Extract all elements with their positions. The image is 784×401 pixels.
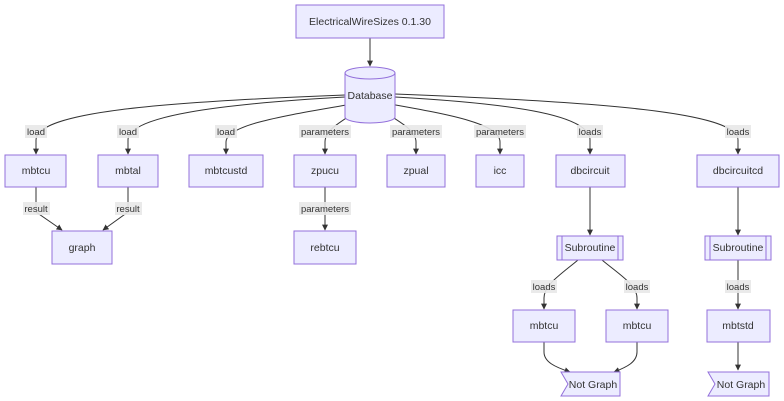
node-dbcircuitcd[interactable]: dbcircuitcd <box>696 154 780 188</box>
node-dbcircuitcd-label: dbcircuitcd <box>713 165 763 177</box>
node-not-graph-1-label: Not Graph <box>569 379 618 391</box>
node-root-label: ElectricalWireSizes 0.1.30 <box>309 16 431 28</box>
edge-database-mbtcustd <box>223 103 353 155</box>
node-subroutine-2-label: Subroutine <box>713 242 764 254</box>
edge-label-sub1-mbtcu-b: loads <box>626 282 649 293</box>
node-root[interactable]: ElectricalWireSizes 0.1.30 <box>295 4 445 39</box>
node-database[interactable]: Database <box>344 66 396 124</box>
node-mbtstd[interactable]: mbtstd <box>706 309 771 343</box>
node-rebtcu[interactable]: rebtcu <box>293 230 357 265</box>
edge-mbtcu-a-notgraph1 <box>543 342 571 374</box>
node-dbcircuit[interactable]: dbcircuit <box>555 154 626 188</box>
node-graph[interactable]: graph <box>51 230 113 265</box>
edge-label-sub2-mbtstd: loads <box>727 282 750 293</box>
node-icc-label: icc <box>494 165 507 177</box>
node-icc[interactable]: icc <box>475 154 525 188</box>
edge-label-db-dbcircuit: loads <box>579 127 602 138</box>
edge-labels: load load load parameters parameters par… <box>23 125 751 293</box>
node-mbtcu-a-label: mbtcu <box>530 320 559 332</box>
edge-label-sub1-mbtcu-a: loads <box>533 282 556 293</box>
edge-label-db-zpucu: parameters <box>301 127 349 138</box>
node-dbcircuit-label: dbcircuit <box>570 165 609 177</box>
node-mbtcu[interactable]: mbtcu <box>4 154 67 188</box>
edge-database-icc <box>389 103 503 155</box>
node-mbtcu-b-label: mbtcu <box>623 320 652 332</box>
edge-label-db-dbcircuitcd: loads <box>727 127 750 138</box>
node-mbtcu-label: mbtcu <box>22 165 51 177</box>
node-subroutine-1[interactable]: Subroutine <box>556 235 624 261</box>
node-not-graph-2-label: Not Graph <box>717 379 766 391</box>
node-mbtal-label: mbtal <box>115 165 141 177</box>
node-mbtcu-b[interactable]: mbtcu <box>605 309 669 343</box>
node-mbtcustd-label: mbtcustd <box>205 165 248 177</box>
edge-label-db-mbtcustd: load <box>217 127 235 138</box>
edge-label-mbtal-graph: result <box>116 204 140 215</box>
nodes: ElectricalWireSizes 0.1.30 Database mbtc… <box>4 4 780 397</box>
node-subroutine-1-label: Subroutine <box>565 242 616 254</box>
edge-database-mbtcu <box>33 94 346 155</box>
node-not-graph-1[interactable]: Not Graph <box>560 371 621 397</box>
edge-database-dbcircuitcd <box>394 93 741 155</box>
node-rebtcu-label: rebtcu <box>310 242 339 254</box>
edge-label-db-mbtal: load <box>119 127 137 138</box>
node-graph-label: graph <box>69 242 96 254</box>
node-zpual[interactable]: zpual <box>386 154 446 188</box>
node-mbtcustd[interactable]: mbtcustd <box>188 154 264 188</box>
edge-label-db-mbtcu: load <box>27 127 45 138</box>
node-mbtcu-a[interactable]: mbtcu <box>512 309 576 343</box>
edge-label-db-zpual: parameters <box>392 127 440 138</box>
edge-label-mbtcu-graph: result <box>24 204 48 215</box>
node-zpucu[interactable]: zpucu <box>293 154 357 188</box>
node-zpual-label: zpual <box>403 165 428 177</box>
node-mbtstd-label: mbtstd <box>722 320 754 332</box>
edge-label-db-icc: parameters <box>476 127 524 138</box>
edge-label-zpucu-rebtcu: parameters <box>301 204 349 215</box>
node-database-label: Database <box>348 90 393 102</box>
node-zpucu-label: zpucu <box>311 165 339 177</box>
node-subroutine-2[interactable]: Subroutine <box>704 235 772 261</box>
node-not-graph-2[interactable]: Not Graph <box>707 371 770 397</box>
edge-mbtcu-b-notgraph1 <box>613 342 638 373</box>
node-mbtal[interactable]: mbtal <box>97 154 159 188</box>
